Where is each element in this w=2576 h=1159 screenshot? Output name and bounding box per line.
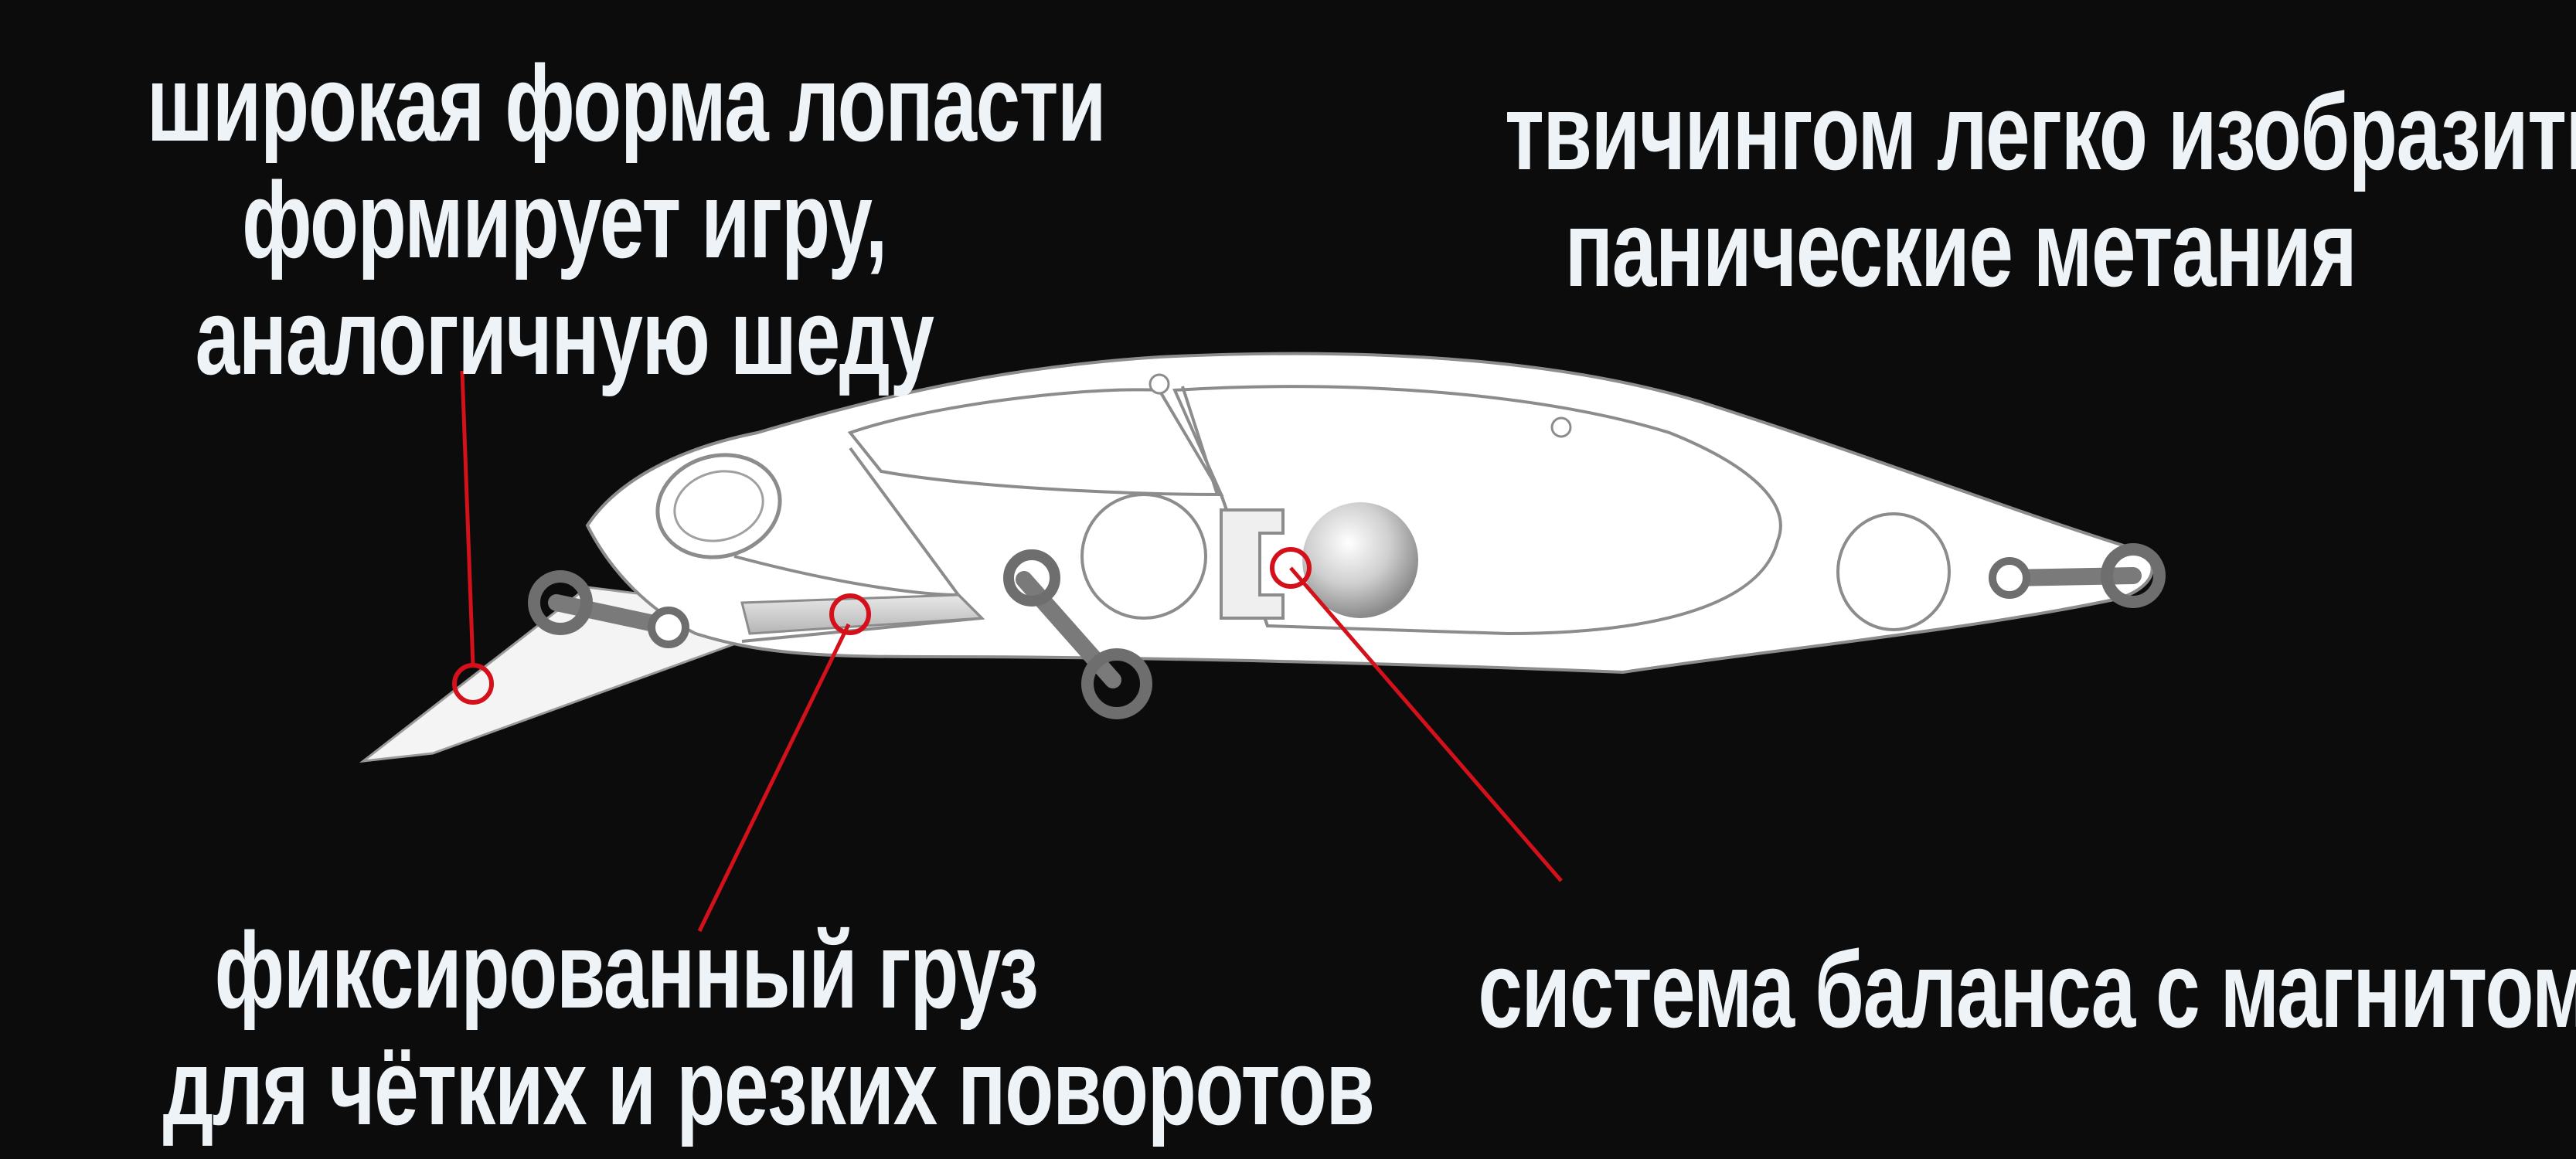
marker-blade: [452, 663, 494, 705]
label-blade-line-3: аналогичную шеду: [195, 276, 934, 398]
callout-line-blade: [460, 370, 475, 667]
eye-inner: [673, 470, 764, 542]
label-balance-system: система баланса с магнитом: [1478, 929, 2576, 1050]
tail-hook-eye: [1989, 543, 2166, 608]
fixed-weight: [740, 593, 985, 635]
eye-socket: [655, 453, 782, 559]
magnet-bracket: [1220, 508, 1285, 620]
pin-upper: [1148, 373, 1170, 395]
chamber-front: [1080, 493, 1207, 620]
callout-markers: [452, 547, 1312, 705]
label-twitching: твичингом легко изобразить панические ме…: [1505, 71, 2576, 310]
label-fixed-weight: фиксированный груз для чётких и резких п…: [162, 909, 1375, 1148]
chamber-rear: [1836, 512, 1951, 631]
label-blade-shape: широкая форма лопасти формирует игру, ан…: [146, 42, 1107, 398]
label-weight-line-2: для чётких и резких поворотов: [162, 1026, 1375, 1148]
label-twitch-line-1: твичингом легко изобразить: [1505, 71, 2576, 192]
balance-ball: [1302, 502, 1418, 618]
pin-mid: [1550, 416, 1572, 438]
marker-balance: [1270, 547, 1312, 589]
callout-line-weight: [697, 623, 851, 933]
label-blade-line-2: формирует игру,: [242, 159, 887, 281]
callout-line-balance: [1289, 566, 1563, 882]
belly-hook-eye: [1003, 549, 1152, 719]
marker-weight: [829, 593, 871, 635]
label-weight-line-1: фиксированный груз: [214, 909, 1039, 1031]
callout-lines: [460, 370, 1563, 933]
label-blade-line-1: широкая форма лопасти: [146, 42, 1107, 164]
line-tie: [528, 570, 689, 648]
label-twitch-line-2: панические метания: [1564, 188, 2357, 310]
label-balance-line-1: система баланса с магнитом: [1478, 929, 2576, 1050]
